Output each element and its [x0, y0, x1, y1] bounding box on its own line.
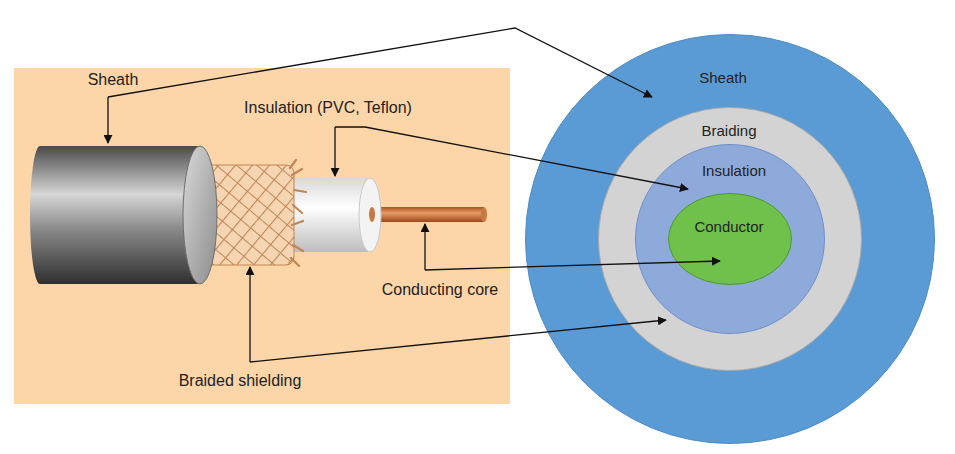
conductor-layer-circle-outline: [668, 193, 792, 285]
braiding-layer-circle-outline: [598, 107, 862, 371]
illustration-panel-outline: [14, 68, 510, 404]
illustration-panel: SheathInsulation (PVC, Teflon) Conducting…: [14, 68, 510, 404]
leader-line: [334, 127, 335, 176]
part-label: Conducting core: [382, 281, 499, 299]
layer-label: Sheath: [699, 69, 747, 86]
leader-line: [249, 267, 250, 362]
braiding-layer-circle: BraidingInsulationConductor: [598, 107, 862, 371]
conductor-layer-circle: Conductor: [668, 193, 792, 285]
sheath-cylinder: [30, 146, 217, 284]
layer-label: Conductor: [694, 218, 763, 235]
layer-label: Braiding: [701, 122, 756, 139]
sheath-layer-circle: SheathBraidingInsulationConductor: [525, 34, 935, 444]
part-label: Braided shielding: [179, 372, 302, 390]
leader-line: [424, 224, 425, 270]
layer-label: Insulation: [702, 162, 766, 179]
part-label: Insulation (PVC, Teflon): [244, 99, 412, 117]
part-label: Sheath: [88, 71, 139, 89]
sheath-layer-circle-outline: [525, 34, 935, 444]
leader-line: [107, 97, 108, 143]
insulation-layer-circle: InsulationConductor: [635, 144, 825, 334]
insulation-cylinder: [286, 178, 381, 252]
